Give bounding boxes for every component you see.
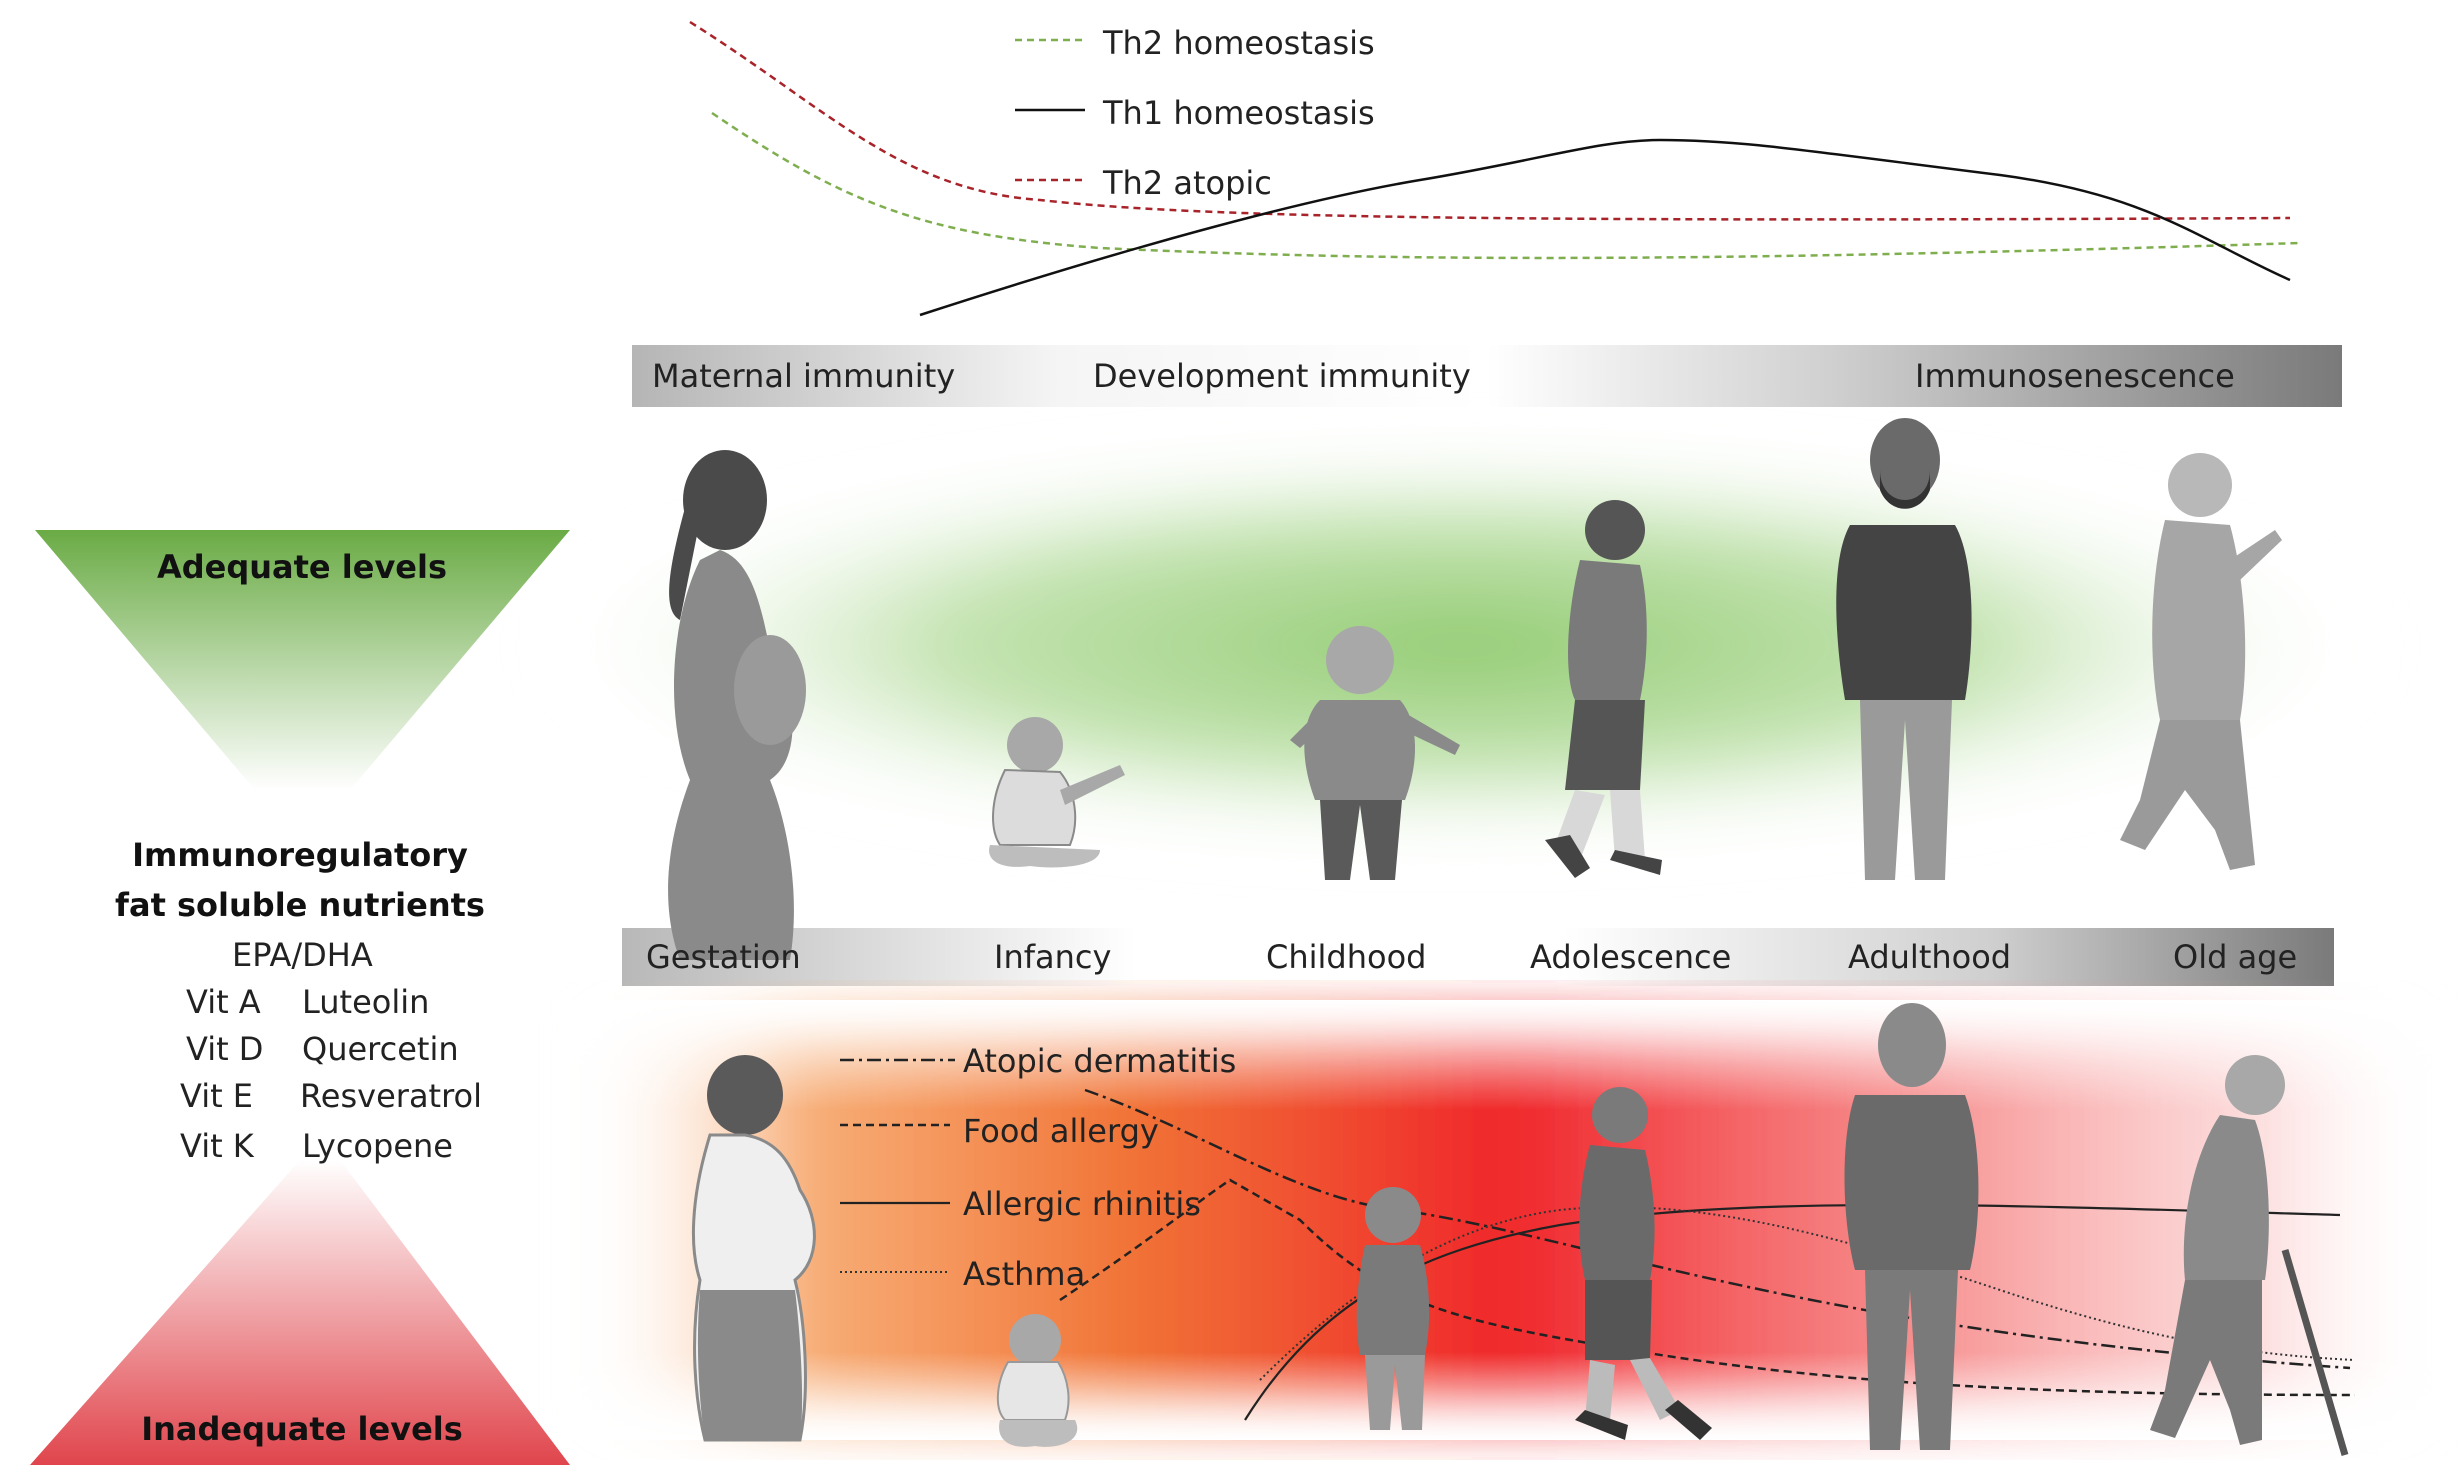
- child-figure-top: [1290, 626, 1460, 880]
- th2-homeostasis-curve: [711, 111, 2301, 260]
- immunity-stage-bar: [632, 345, 2342, 407]
- nutrient-compound: Lycopene: [302, 1127, 453, 1165]
- immunosenescence-label: Immunosenescence: [1915, 357, 2235, 395]
- legend-label-th2-homeostasis: Th2 homeostasis: [1103, 24, 1375, 62]
- pregnant-woman-figure-top: [668, 450, 806, 960]
- inadequate-levels-triangle: [30, 1160, 570, 1465]
- legend-label-atopic-dermatitis: Atopic dermatitis: [963, 1042, 1237, 1080]
- adolescent-figure-top: [1545, 500, 1662, 878]
- stage-label-adolescence: Adolescence: [1530, 938, 1732, 976]
- life-stage-bar: [622, 928, 2334, 986]
- adolescent-figure-bottom: [1575, 1087, 1712, 1440]
- elderly-man-figure-bottom: [2150, 1055, 2349, 1456]
- stage-label-old-age: Old age: [2173, 938, 2298, 976]
- nutrient-vit: Vit E: [180, 1077, 254, 1115]
- pregnant-woman-figure-bottom: [691, 1055, 816, 1442]
- stage-label-gestation: Gestation: [646, 938, 801, 976]
- nutrient-vit: Vit K: [180, 1127, 254, 1165]
- development-immunity-label: Development immunity: [1093, 357, 1471, 395]
- elderly-man-figure-top: [2120, 453, 2282, 870]
- baby-figure-top: [989, 717, 1125, 868]
- nutrient-title-line1: Immunoregulatory: [132, 836, 468, 874]
- nutrient-title-line2: fat soluble nutrients: [115, 886, 485, 924]
- stage-label-childhood: Childhood: [1266, 938, 1427, 976]
- nutrient-vit: Vit D: [186, 1030, 264, 1068]
- adult-man-figure-top: [1836, 418, 1972, 880]
- th1-homeostasis-curve: [919, 138, 2291, 317]
- adequate-levels-triangle: [35, 530, 570, 790]
- legend-label-asthma: Asthma: [963, 1255, 1086, 1293]
- legend-label-allergic-rhinitis: Allergic rhinitis: [963, 1185, 1201, 1223]
- th2-atopic-curve: [689, 20, 2291, 221]
- legend-label-th1-homeostasis: Th1 homeostasis: [1103, 94, 1375, 132]
- legend-label-th2-atopic: Th2 atopic: [1103, 164, 1272, 202]
- baby-figure-bottom: [996, 1314, 1078, 1447]
- nutrient-compound: Luteolin: [302, 983, 430, 1021]
- atopic-dermatitis-curve: [1084, 1088, 2351, 1370]
- legend-label-food-allergy: Food allergy: [963, 1112, 1159, 1150]
- nutrient-epa-dha: EPA/DHA: [232, 936, 373, 974]
- adequate-levels-label: Adequate levels: [156, 548, 448, 586]
- inadequate-levels-label: Inadequate levels: [141, 1410, 463, 1448]
- stage-label-infancy: Infancy: [994, 938, 1112, 976]
- nutrient-compound: Quercetin: [302, 1030, 459, 1068]
- stage-label-adulthood: Adulthood: [1848, 938, 2012, 976]
- nutrient-vit: Vit A: [186, 983, 261, 1021]
- adult-man-figure-bottom: [1844, 1003, 1979, 1450]
- child-figure-bottom: [1356, 1187, 1430, 1430]
- nutrient-compound: Resveratrol: [300, 1077, 483, 1115]
- disease-band: [560, 1000, 2457, 1440]
- healthy-band: [530, 435, 2390, 855]
- maternal-immunity-label: Maternal immunity: [652, 357, 956, 395]
